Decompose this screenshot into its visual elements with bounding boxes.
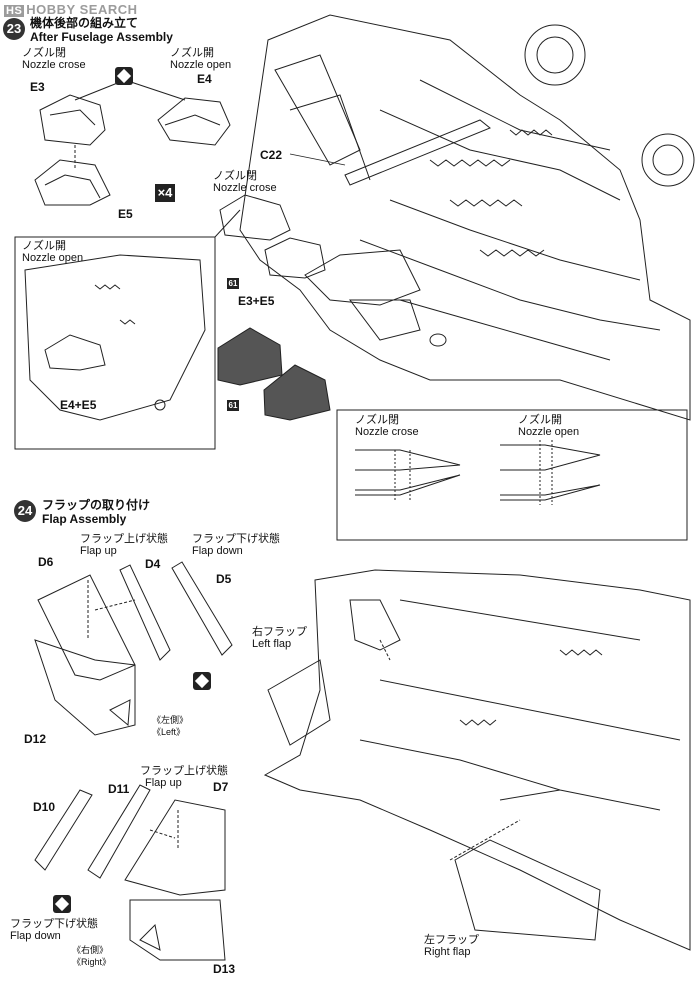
part-e3-e5: E3+E5 xyxy=(238,294,275,308)
step-24-title-jp: フラップの取り付け xyxy=(42,498,151,512)
part-d10: D10 xyxy=(33,800,56,814)
nozzle-open-label-jp: ノズル開 xyxy=(170,47,214,59)
left-flap-label-jp: 右フラップ xyxy=(252,626,307,638)
left-side-label-jp: 《左側》 xyxy=(152,715,189,725)
flap-up2-label-en: Flap up xyxy=(145,777,182,789)
alternative-option-icon-3 xyxy=(53,895,71,913)
part-e3: E3 xyxy=(30,80,45,94)
flap-down2-label-jp: フラップ下げ状態 xyxy=(10,918,98,930)
detail-nozzle-closed-jp: ノズル閉 xyxy=(355,414,399,426)
right-side-label-en: 《Right》 xyxy=(72,957,112,967)
part-c22: C22 xyxy=(260,148,283,162)
flap-up2-label-jp: フラップ上げ状態 xyxy=(140,765,228,777)
watermark-badge: HS xyxy=(4,5,25,17)
right-side-label-jp: 《右側》 xyxy=(72,945,109,955)
right-flap-label-jp: 左フラップ xyxy=(424,934,479,946)
flap-down2-label-en: Flap down xyxy=(10,930,61,942)
inset-box-23 xyxy=(14,209,241,450)
nozzle-closed-label2-en: Nozzle crose xyxy=(213,182,277,194)
step-24-number: 24 xyxy=(14,500,36,522)
nozzle-closed-label2-jp: ノズル閉 xyxy=(213,170,257,182)
color-tag-61-a: 61 xyxy=(227,278,239,289)
after-fuselage-drawing xyxy=(239,14,695,421)
nozzle-closed-label-jp: ノズル閉 xyxy=(22,47,66,59)
part-d6: D6 xyxy=(38,555,54,569)
watermark-text: HOBBY SEARCH xyxy=(26,2,138,17)
flap-parts-drawing xyxy=(34,561,233,961)
nozzle-open-label-en: Nozzle open xyxy=(170,59,232,71)
part-d12: D12 xyxy=(24,732,47,746)
left-side-label-en: 《Left》 xyxy=(152,727,186,737)
nozzle-closed-label-en: Nozzle crose xyxy=(22,59,86,71)
right-flap-label-en: Right flap xyxy=(424,946,471,958)
inset-nozzle-open-en: Nozzle open xyxy=(22,252,84,264)
detail-nozzle-closed-en: Nozzle crose xyxy=(355,426,419,438)
part-d4: D4 xyxy=(145,557,161,571)
step-24-title-en: Flap Assembly xyxy=(42,512,127,526)
flap-down-label-jp: フラップ下げ状態 xyxy=(192,533,280,545)
part-e4-e5: E4+E5 xyxy=(60,398,97,412)
nozzle-detail-box xyxy=(336,409,688,541)
flap-up-label-en: Flap up xyxy=(80,545,117,557)
step-23-title-jp: 機体後部の組み立て xyxy=(30,16,139,30)
inset-nozzle-open-jp: ノズル開 xyxy=(22,240,66,252)
part-e4: E4 xyxy=(197,72,212,86)
flap-up-label-jp: フラップ上げ状態 xyxy=(80,533,168,545)
alternative-option-icon xyxy=(115,67,133,85)
color-tag-61-b: 61 xyxy=(227,400,239,411)
part-d11: D11 xyxy=(108,782,130,796)
quantity-x4-badge: ×4 xyxy=(155,184,175,202)
wing-flap-drawing xyxy=(263,569,691,951)
part-e5: E5 xyxy=(118,207,133,221)
detail-nozzle-open-jp: ノズル開 xyxy=(518,414,562,426)
detail-nozzle-open-en: Nozzle open xyxy=(518,426,580,438)
flap-down-label-en: Flap down xyxy=(192,545,243,557)
part-d7: D7 xyxy=(213,780,229,794)
nozzle-parts-drawing xyxy=(34,79,331,421)
step-23-number: 23 xyxy=(3,18,25,40)
step-23-title-en: After Fuselage Assembly xyxy=(30,30,173,44)
part-d5: D5 xyxy=(216,572,232,586)
left-flap-label-en: Left flap xyxy=(252,638,292,650)
alternative-option-icon-2 xyxy=(193,672,211,690)
part-d13: D13 xyxy=(213,962,236,976)
